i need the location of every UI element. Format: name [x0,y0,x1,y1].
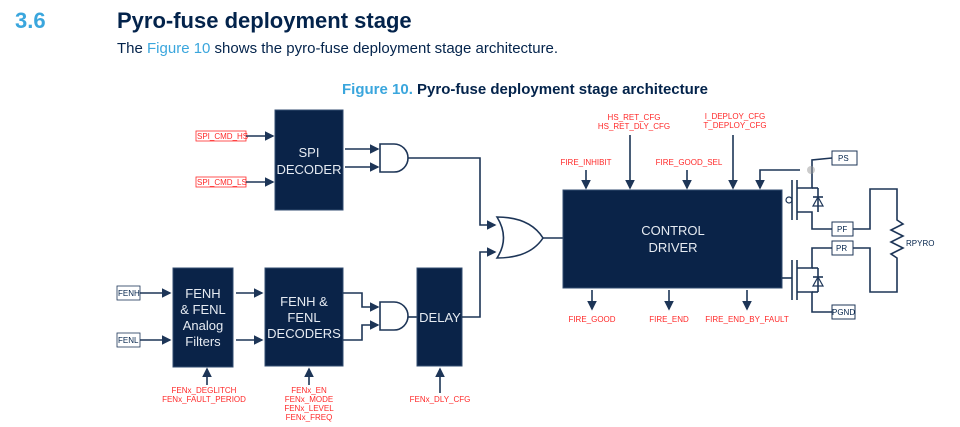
figure-link[interactable]: Figure 10 [147,40,211,57]
deploy-cfg-label: I_DEPLOY_CFG [705,112,765,121]
output-fire-end: FIRE_END [649,315,689,324]
svg-text:RPYRO: RPYRO [906,239,934,248]
analog-filters-block: FENH & FENL Analog Filters [172,267,234,368]
section-number: 3.6 [15,8,46,33]
svg-text:& FENL: & FENL [180,302,226,317]
decoders-config-label: FENx_EN [291,386,327,395]
decoders-block: FENH & FENL DECODERS [264,267,344,367]
pin-ps: PS [831,150,858,166]
pin-pr: PR [831,240,854,256]
deploy-cfg-label: T_DEPLOY_CFG [703,121,766,130]
delay-block: DELAY [416,267,463,367]
decoders-config-label: FENx_FREQ [286,413,333,422]
figure-caption: Figure 10. Pyro-fuse deployment stage ar… [0,81,960,98]
decoders-config-label: FENx_MODE [285,395,333,404]
svg-text:SPI_CMD_LS: SPI_CMD_LS [197,178,247,187]
svg-text:CONTROL: CONTROL [641,223,705,238]
output-fire-good: FIRE_GOOD [568,315,615,324]
or-gate [495,216,544,259]
pin-pgnd: PGND [831,304,856,320]
spi-cmd-hs-input: SPI_CMD_HS [195,130,275,142]
rpyro-resistor: RPYRO [853,188,934,293]
low-side-mosfet [782,247,832,313]
and-gate-fen [379,301,409,331]
output-fire-end-by-fault: FIRE_END_BY_FAULT [705,315,789,324]
pin-pf: PF [831,221,854,237]
fire-good-sel-label: FIRE_GOOD_SEL [656,158,723,167]
svg-text:FENH &: FENH & [280,294,328,309]
svg-text:PF: PF [837,225,847,234]
svg-text:DRIVER: DRIVER [648,240,697,255]
spi-decoder-block: SPI DECODER [274,109,344,211]
svg-text:DECODER: DECODER [276,162,341,177]
hs-ret-label: HS_RET_CFG [608,113,661,122]
intro-suffix: shows the pyro-fuse deployment stage arc… [210,40,559,57]
delay-config-label: FENx_DLY_CFG [410,395,471,404]
svg-text:PR: PR [836,244,847,253]
and-gate-spi [379,143,409,173]
fenh-input: FENH [116,285,172,301]
decoders-config-label: FENx_LEVEL [284,404,334,413]
svg-text:FENL: FENL [118,336,139,345]
svg-text:Analog: Analog [183,318,223,333]
svg-text:FENH: FENH [118,289,140,298]
spi-cmd-ls-input: SPI_CMD_LS [195,176,275,188]
control-driver-block: CONTROL DRIVER [562,189,783,289]
svg-text:SPI: SPI [299,145,320,160]
svg-text:DECODERS: DECODERS [267,326,341,341]
svg-text:PGND: PGND [832,308,855,317]
section-title: Pyro-fuse deployment stage [117,8,412,33]
fenl-input: FENL [116,332,172,348]
figure-label: Figure 10. [342,81,413,98]
hs-ret-label: HS_RET_DLY_CFG [598,122,670,131]
high-side-mosfet [785,157,833,230]
figure-title: Pyro-fuse deployment stage architecture [412,81,708,98]
svg-text:FENH: FENH [185,286,220,301]
intro-text: The Figure 10 shows the pyro-fuse deploy… [117,40,558,57]
svg-text:SPI_CMD_HS: SPI_CMD_HS [197,132,248,141]
filters-config-label: FENx_DEGLITCH [172,386,237,395]
svg-text:PS: PS [838,154,849,163]
svg-text:DELAY: DELAY [419,310,461,325]
filters-config-label: FENx_FAULT_PERIOD [162,395,246,404]
intro-prefix: The [117,40,148,57]
svg-text:FENL: FENL [287,310,320,325]
fire-inhibit-label: FIRE_INHIBIT [560,158,611,167]
svg-text:Filters: Filters [185,334,221,349]
